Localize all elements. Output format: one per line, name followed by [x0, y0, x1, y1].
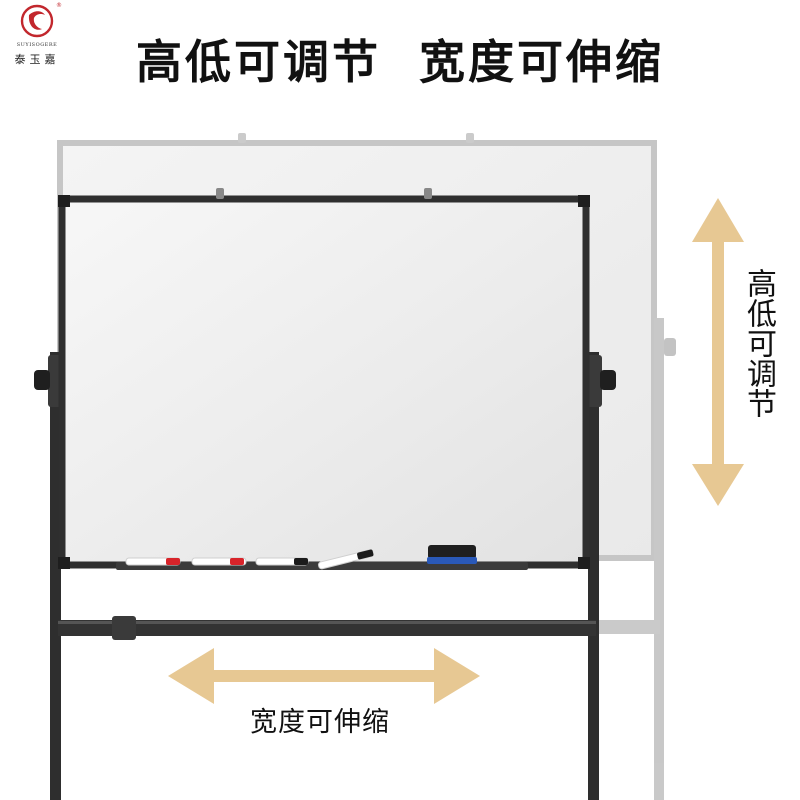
board-corner — [58, 557, 70, 569]
brand-name-cn: 泰玉嘉 — [14, 53, 60, 66]
headline: 高低可调节 宽度可伸缩 — [135, 35, 665, 89]
ghost-knob — [664, 338, 676, 356]
crossbar-clamp — [112, 616, 136, 640]
marker-red-2 — [191, 557, 247, 566]
board-surface — [58, 195, 590, 569]
brand-logo-icon — [20, 4, 54, 38]
vertical-arrow-icon — [692, 198, 744, 506]
marker-red-1 — [125, 557, 181, 566]
brand-name-latin: SUYISOGERE — [16, 42, 58, 48]
left-post — [50, 352, 61, 800]
eraser — [427, 545, 477, 564]
left-knob-icon — [34, 370, 50, 390]
ghost-hook — [238, 133, 246, 143]
ghost-right-post — [654, 318, 664, 800]
height-adjustable-label: 高低可调节 — [741, 268, 776, 418]
board-hook — [424, 188, 432, 199]
board-corner — [578, 557, 590, 569]
brand-logo: ® SUYISOGERE 泰玉嘉 — [6, 2, 64, 72]
board-hook — [216, 188, 224, 199]
marker-black — [255, 557, 309, 566]
crossbar-highlight — [58, 621, 596, 624]
horizontal-arrow-icon — [168, 648, 480, 704]
board-corner — [578, 195, 590, 207]
right-knob-icon — [600, 370, 616, 390]
ghost-hook — [466, 133, 474, 143]
board-corner — [58, 195, 70, 207]
main-whiteboard — [34, 188, 616, 800]
marker-tilted — [317, 549, 374, 570]
width-extendable-label: 宽度可伸缩 — [250, 707, 390, 738]
right-post — [588, 352, 599, 800]
brand-registered-mark: ® — [56, 2, 62, 9]
